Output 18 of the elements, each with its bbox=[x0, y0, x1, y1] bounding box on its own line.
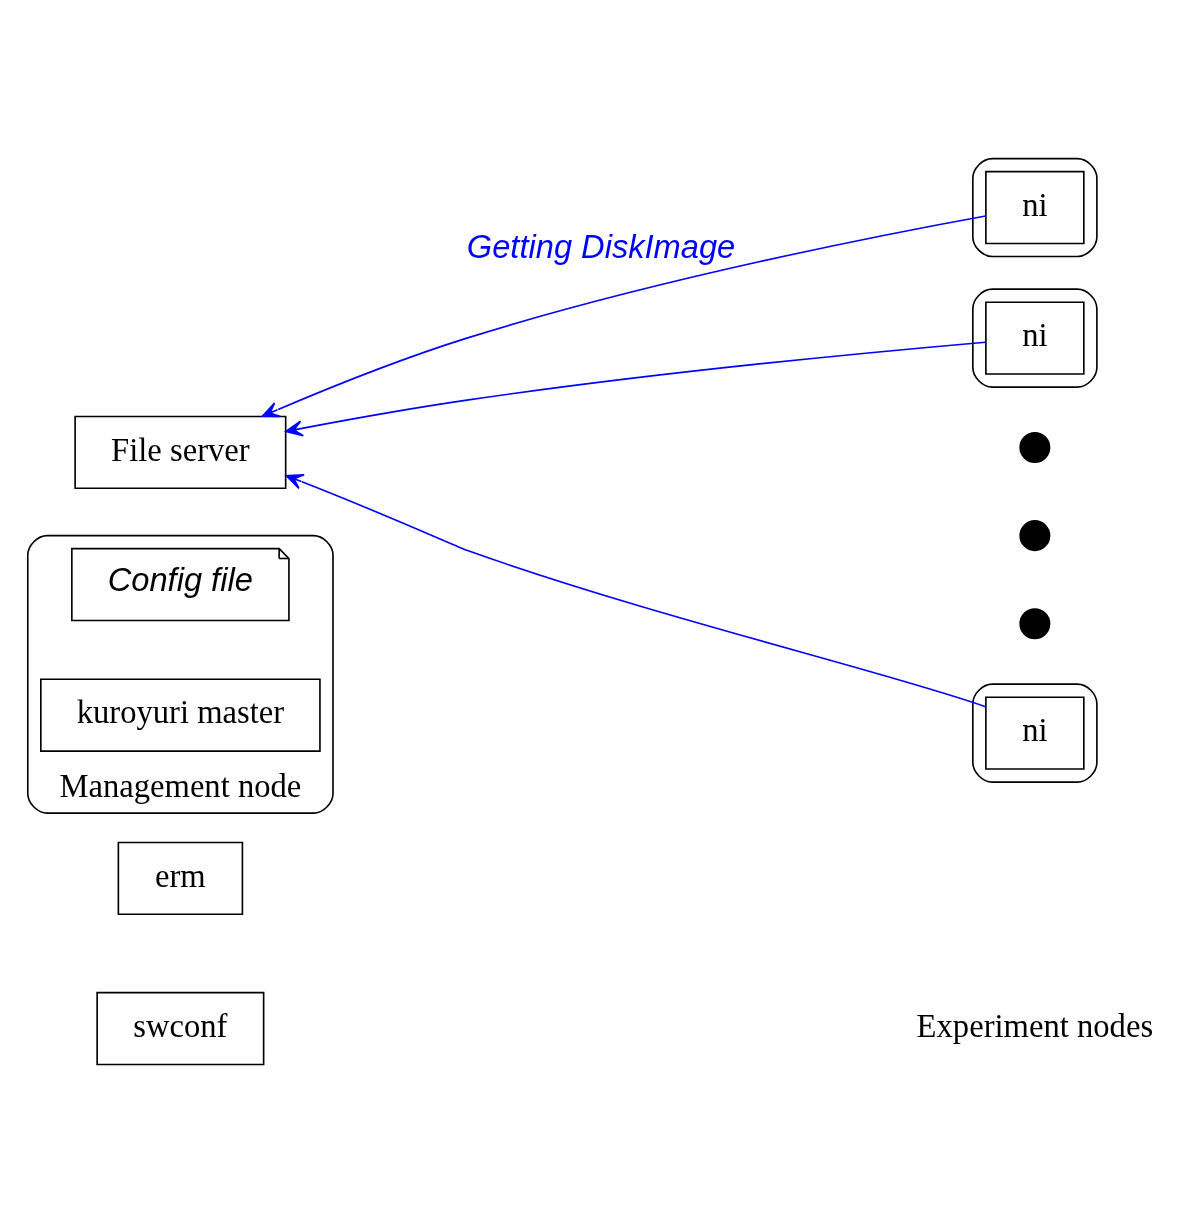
node-box: File server bbox=[74, 415, 287, 490]
node-circle bbox=[1019, 608, 1051, 640]
node-box: ni bbox=[985, 301, 1085, 375]
node-box: swconf bbox=[96, 991, 265, 1066]
arrow bbox=[261, 215, 987, 418]
cluster bbox=[972, 157, 1098, 258]
node-box: erm bbox=[117, 841, 244, 916]
node-circle bbox=[1019, 432, 1051, 463]
node-box: kuroyuri master bbox=[40, 678, 321, 752]
node-box: ni bbox=[985, 696, 1085, 770]
label: Experiment nodes bbox=[916, 1007, 1154, 1044]
arrow bbox=[285, 341, 987, 437]
cluster bbox=[972, 683, 1098, 783]
node-circle bbox=[1019, 520, 1051, 552]
node-box: ni bbox=[985, 170, 1085, 245]
cluster bbox=[972, 288, 1098, 388]
arrow bbox=[285, 473, 987, 708]
edge-label: Getting DiskImage bbox=[466, 228, 736, 266]
